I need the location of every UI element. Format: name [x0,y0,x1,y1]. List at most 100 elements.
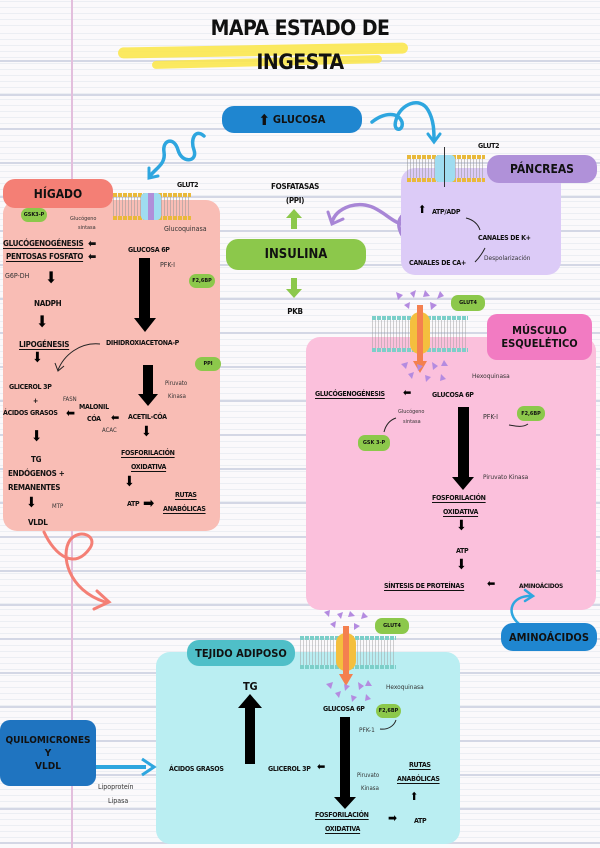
aminoacidos-small-label: AMINOÁCIDOS [519,582,563,590]
arrow-up-icon: ⬆ [410,790,419,803]
higado-panel [3,200,220,531]
musculo-label-line2: ESQUELÉTICO [501,337,578,350]
tg-higado: TG [31,455,42,464]
adiposo-panel [156,652,460,844]
higado-label-text: HÍGADO [33,186,83,201]
arrowhead-down-icon [452,477,474,490]
arrow-up-icon: ⬆ [258,110,270,129]
glicerol3p-adiposo: GLICEROL 3P [268,765,311,773]
canales-k-label: CANALES DE K+ [478,234,531,242]
glucogeno-sintasa-label-1: Glucógeno [70,216,97,222]
insulina-pill: INSULINA [226,239,366,270]
arrowhead-down-icon [138,394,158,406]
coa-label: CÓA [87,415,101,423]
membrane-pancreas [407,147,485,187]
arrow-to-adiposo [96,757,157,777]
anabolicas-adiposo: ANABÓLICAS [397,775,440,783]
arrowhead-down-icon [134,318,156,332]
arrow-down-icon: ⬇ [456,557,467,573]
glucosa6p-higado: GLUCOSA 6P [128,246,170,254]
musculo-label-line1: MÚSCULO [512,324,567,337]
arrow-down-icon: ⬇ [36,312,49,331]
nadph-label: NADPH [34,299,62,308]
f26bp-chip-musculo: F2,6BP [517,406,545,421]
fasn-label: FASN [63,396,77,403]
piruvato-kinasa-musculo: Piruvato Kinasa [483,473,529,481]
piruvato-label-higado: Piruvato [165,380,188,387]
kinasa-label-higado: Kinasa [168,393,186,400]
glut4-channel-arrow-adiposo [339,626,353,686]
rutas-adiposo: RUTAS [409,761,431,769]
glucogenogenesis-higado: GLUCÓGENOGÉNESIS [3,239,84,248]
page-title-line1: MAPA ESTADO DE [210,16,390,40]
lipoprotein-lipasa-label-2: Lipasa [108,797,129,805]
f26bp-chip-adiposo: F2,6BP [376,704,401,718]
glut2-pancreas-label: GLUT2 [478,142,500,150]
malonil-label: MALONIL [79,403,109,411]
acetil-coa-label: ACETIL-CÓA [128,413,167,421]
f26bp-adiposo-text: F2,6BP [378,708,399,714]
gsk3p-text: GSK3-P [23,212,45,218]
arrow-up-icon: ⬆ [418,203,427,216]
oxidativa-adiposo: OXIDATIVA [325,825,361,833]
musculo-panel [306,337,596,610]
quilomicrones-line3: VLDL [35,760,61,772]
dihidroxiacetona-label: DIHIDROXIACETONA-P [106,339,179,347]
arrowhead-down-icon [334,797,356,809]
aminoacidos-pill: AMINOÁCIDOS [501,623,597,651]
musculo-label: MÚSCULO ESQUELÉTICO [487,314,592,360]
page-title-line2: INGESTA [256,50,344,74]
glicerol3p-label: GLICEROL 3P [9,383,52,391]
glut4-adiposo-text: GLUT4 [383,623,401,629]
long-arrow-up-adiposo [238,694,262,764]
quilomicrones-line1: QUILOMICRONES [5,734,91,746]
pentosas-fosfato: PENTOSAS FOSFATO [6,252,84,261]
glucogeno-sintasa-musculo-2: sintasa [403,419,421,425]
acidos-grasos-adiposo: ÁCIDOS GRASOS [169,765,224,773]
arrow-down-icon: ⬇ [31,427,43,445]
higado-label: HÍGADO [3,179,113,208]
arrow-left-icon: ⬅ [403,386,412,399]
lipoprotein-lipasa-label-1: Lipoproteín [98,783,134,791]
gsk3p-chip-higado: GSK3-P [21,208,47,222]
gsk3p-chip-musculo: GSK 3-P [358,435,390,451]
glucogeno-sintasa-musculo-1: Glucógeno [398,409,425,415]
rutas-higado: RUTAS [175,491,197,499]
oxidativa-musculo: OXIDATIVA [443,508,479,516]
atp-musculo: ATP [456,547,469,555]
fosfatasas-label: FOSFATASAS [271,182,319,191]
long-arrow-down-higado [139,258,150,320]
arrow-down-green-icon [286,278,302,298]
fosforilacion-musculo: FOSFORILACIÓN [432,494,486,502]
arrow-left-icon: ⬅ [88,250,96,263]
arrow-left-icon: ⬅ [487,577,496,590]
hexoquinasa-musculo: Hexoquinasa [472,372,510,380]
aminoacidos-pill-text: AMINOÁCIDOS [509,630,589,644]
endogenos-label: ENDÓGENOS + [8,469,65,478]
pfk1-adiposo: PFK-1 [359,726,375,734]
arrow-up-green-icon [286,209,302,229]
acac-label: ACAC [102,427,117,434]
long-arrow-down-musculo [458,407,469,479]
adiposo-label: TEJIDO ADIPOSO [187,640,295,666]
arrow-down-icon: ⬇ [141,424,152,440]
quilomicrones-line2: Y [44,747,52,759]
vldl-higado: VLDL [28,518,48,527]
kinasa-adiposo: Kinasa [361,785,379,792]
pancreas-panel [401,168,561,275]
pancreas-label: PÁNCREAS [487,155,597,183]
piruvato-adiposo: Piruvato [357,772,380,779]
arrow-left-icon: ⬅ [66,406,76,420]
glucosa6p-adiposo: GLUCOSA 6P [323,705,365,713]
arrow-down-icon: ⬇ [456,518,467,534]
pancreas-label-text: PÁNCREAS [510,162,574,176]
insulina-label: INSULINA [264,247,328,262]
